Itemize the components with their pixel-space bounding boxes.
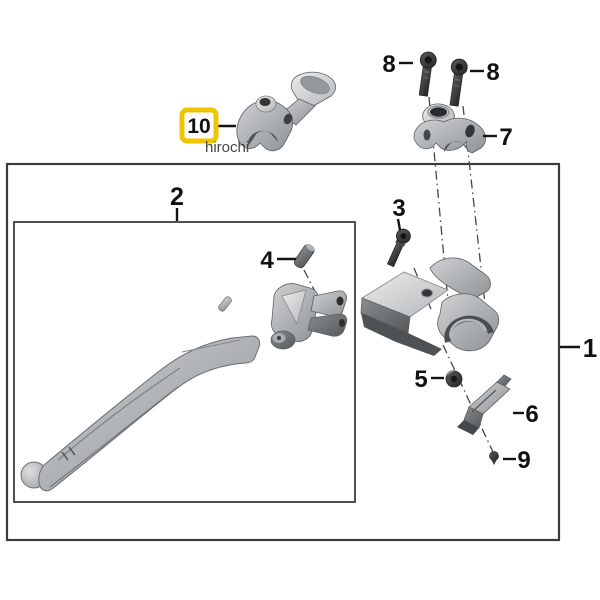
part-3-bolt-drawing xyxy=(386,228,411,268)
callout-10-highlight-box xyxy=(179,107,219,144)
callout-10-label: 10 xyxy=(187,115,210,138)
callout-7[interactable]: 7 xyxy=(483,124,513,151)
callout-9[interactable]: 9 xyxy=(503,447,531,474)
callout-1[interactable]: 1 xyxy=(560,333,597,363)
lever-pivot-bracket-drawing xyxy=(270,283,348,350)
watermark-text: hirochi xyxy=(205,139,249,156)
callout-5-label: 5 xyxy=(414,366,427,393)
callout-3-leader xyxy=(396,218,402,231)
axis-lower-fasteners xyxy=(442,344,494,453)
callout-5[interactable]: 5 xyxy=(414,366,444,393)
part-6-bracket-drawing xyxy=(457,374,512,435)
callout-2[interactable]: 2 xyxy=(170,183,184,221)
callout-7-label: 7 xyxy=(499,124,512,151)
callout-3[interactable]: 3 xyxy=(392,195,406,231)
callout-9-label: 9 xyxy=(517,447,530,474)
callout-3-label: 3 xyxy=(392,195,405,222)
small-pin-drawing xyxy=(218,296,232,312)
callout-4[interactable]: 4 xyxy=(260,247,296,274)
assembly-box-2 xyxy=(13,221,356,503)
callout-1-label: 1 xyxy=(583,333,597,363)
callout-10-highlighted[interactable]: 10 xyxy=(179,107,236,144)
callout-8-left-label: 8 xyxy=(382,51,395,78)
part-8-bolt-left-drawing xyxy=(418,51,437,97)
callout-4-label: 4 xyxy=(260,247,274,274)
part-2-lever-drawing xyxy=(20,335,261,492)
callout-2-label: 2 xyxy=(170,183,184,211)
part-9-screw-drawing xyxy=(489,451,499,465)
callout-6[interactable]: 6 xyxy=(513,401,539,428)
part-4-pin-drawing xyxy=(293,243,315,269)
part-10-clamp-drawing xyxy=(236,71,337,152)
callout-8-right[interactable]: 8 xyxy=(470,59,500,86)
callout-6-label: 6 xyxy=(525,401,538,428)
part-8-bolt-right-drawing xyxy=(449,58,468,107)
part-5-nut-drawing xyxy=(445,370,463,388)
assembly-box-1 xyxy=(5,162,561,542)
part-7-clamp-drawing xyxy=(413,103,486,154)
callout-8-right-label: 8 xyxy=(486,59,499,86)
perch-bracket-drawing xyxy=(360,257,500,356)
callout-8-left[interactable]: 8 xyxy=(382,51,413,78)
